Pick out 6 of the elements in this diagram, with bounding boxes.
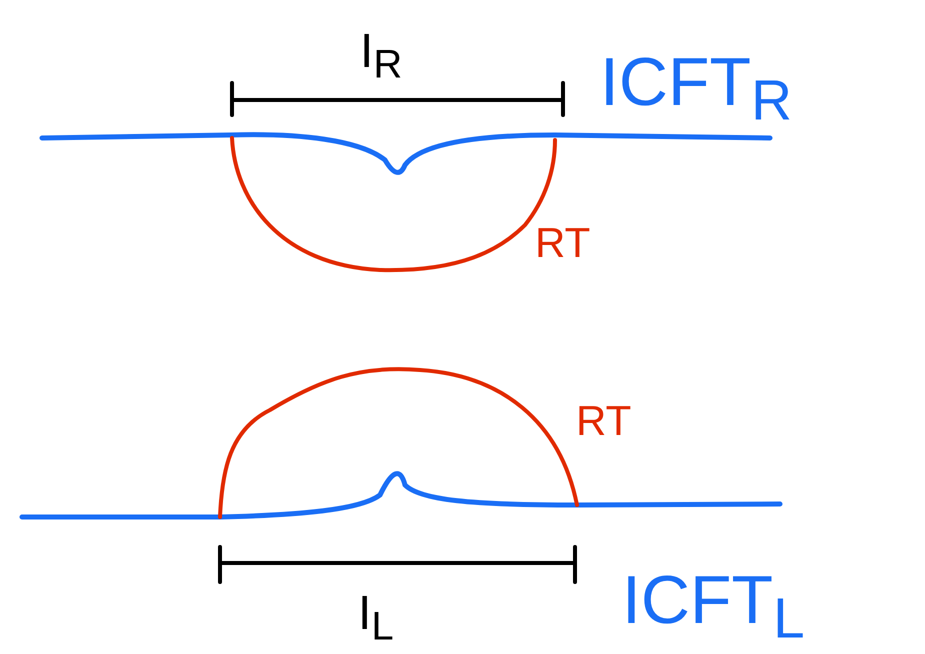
region-label: ICFT$_{L}$: [622, 566, 805, 648]
curve-label: RT: [576, 400, 632, 442]
curve-label: RT: [535, 222, 590, 264]
interval-label: I$_{L}$: [358, 590, 394, 647]
interval-label: I$_{R}$: [360, 28, 402, 85]
region-label: ICFT$_{R}$: [600, 48, 792, 130]
